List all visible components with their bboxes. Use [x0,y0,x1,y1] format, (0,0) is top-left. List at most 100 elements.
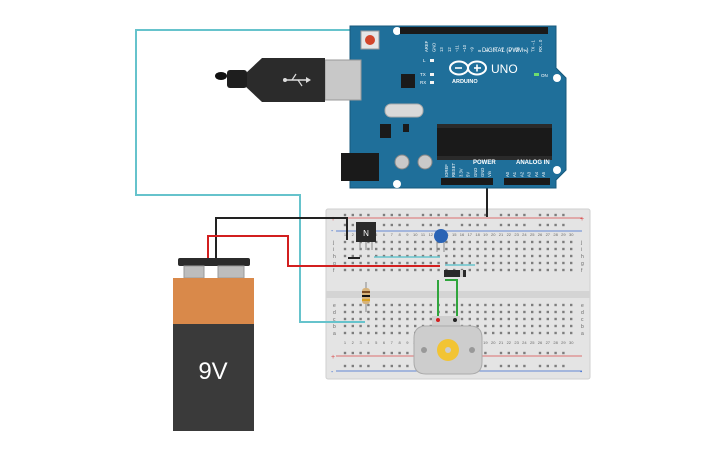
breadboard-hole[interactable] [468,310,471,314]
rail-hole[interactable] [468,213,471,217]
breadboard-hole[interactable] [499,261,503,265]
breadboard-hole[interactable] [538,261,542,265]
breadboard-hole[interactable] [515,310,518,314]
breadboard-hole[interactable] [382,324,386,328]
breadboard-hole[interactable] [523,240,526,244]
breadboard-hole[interactable] [476,310,479,314]
breadboard-hole[interactable] [367,310,370,314]
breadboard-hole[interactable] [484,310,487,314]
rail-hole[interactable] [538,223,542,227]
breadboard-hole[interactable] [515,240,518,244]
breadboard-hole[interactable] [429,254,432,258]
breadboard-hole[interactable] [499,310,503,314]
breadboard-hole[interactable] [499,324,503,328]
battery-terminal-positive[interactable] [217,265,245,279]
breadboard-hole[interactable] [476,268,479,272]
breadboard-hole[interactable] [375,331,378,335]
breadboard-hole[interactable] [351,324,354,328]
rail-hole[interactable] [499,223,503,227]
breadboard-hole[interactable] [437,268,440,272]
breadboard-hole[interactable] [499,317,503,321]
breadboard-hole[interactable] [570,240,573,244]
rail-hole[interactable] [546,364,549,368]
breadboard-hole[interactable] [492,268,495,272]
power-header[interactable] [441,178,493,185]
breadboard-hole[interactable] [523,247,526,251]
breadboard-hole[interactable] [531,268,534,272]
breadboard-hole[interactable] [359,303,362,307]
breadboard-hole[interactable] [570,324,573,328]
diode[interactable] [444,270,466,277]
breadboard-hole[interactable] [375,310,378,314]
rail-hole[interactable] [499,213,503,217]
breadboard-hole[interactable] [382,268,386,272]
breadboard-hole[interactable] [398,303,401,307]
rail-hole[interactable] [406,213,409,217]
breadboard-hole[interactable] [515,254,518,258]
rail-hole[interactable] [343,213,347,217]
breadboard-hole[interactable] [359,317,362,321]
breadboard-hole[interactable] [562,247,565,251]
breadboard-hole[interactable] [453,310,456,314]
breadboard-hole[interactable] [546,331,549,335]
rail-hole[interactable] [398,351,401,355]
breadboard-hole[interactable] [453,303,456,307]
breadboard-hole[interactable] [562,317,565,321]
rail-hole[interactable] [562,351,565,355]
breadboard-hole[interactable] [406,247,409,251]
breadboard-hole[interactable] [406,317,409,321]
breadboard-hole[interactable] [359,324,362,328]
breadboard-hole[interactable] [445,254,448,258]
breadboard-hole[interactable] [484,254,487,258]
breadboard-hole[interactable] [562,261,565,265]
rail-hole[interactable] [507,364,510,368]
rail-hole[interactable] [390,213,393,217]
breadboard-hole[interactable] [367,324,370,328]
breadboard-hole[interactable] [445,240,448,244]
breadboard-hole[interactable] [476,324,479,328]
breadboard-hole[interactable] [492,247,495,251]
breadboard-hole[interactable] [359,254,362,258]
breadboard-hole[interactable] [554,261,557,265]
rail-hole[interactable] [406,364,409,368]
breadboard-hole[interactable] [468,268,471,272]
breadboard-hole[interactable] [538,331,542,335]
breadboard-hole[interactable] [546,310,549,314]
breadboard-hole[interactable] [421,254,425,258]
breadboard-hole[interactable] [515,268,518,272]
breadboard-hole[interactable] [507,247,510,251]
breadboard-hole[interactable] [546,317,549,321]
rail-hole[interactable] [343,364,347,368]
breadboard-hole[interactable] [343,268,347,272]
breadboard-hole[interactable] [460,254,464,258]
rail-hole[interactable] [460,213,464,217]
rail-hole[interactable] [367,213,370,217]
rail-hole[interactable] [554,223,557,227]
breadboard-hole[interactable] [398,261,401,265]
breadboard-hole[interactable] [546,303,549,307]
breadboard-hole[interactable] [484,317,487,321]
breadboard-hole[interactable] [468,303,471,307]
breadboard-hole[interactable] [484,247,487,251]
rail-hole[interactable] [460,223,464,227]
rail-hole[interactable] [554,364,557,368]
breadboard-hole[interactable] [398,331,401,335]
signal-wire-cyan[interactable] [135,29,398,323]
breadboard-hole[interactable] [515,331,518,335]
rail-hole[interactable] [484,213,487,217]
npn-transistor[interactable]: N [356,222,376,250]
breadboard-hole[interactable] [390,317,393,321]
breadboard-hole[interactable] [390,331,393,335]
breadboard-hole[interactable] [507,310,510,314]
breadboard-hole[interactable] [351,303,354,307]
breadboard-hole[interactable] [390,247,393,251]
breadboard-hole[interactable] [429,317,432,321]
breadboard-hole[interactable] [570,310,573,314]
breadboard-hole[interactable] [468,254,471,258]
breadboard-hole[interactable] [507,331,510,335]
rail-hole[interactable] [343,351,347,355]
battery-negative-wire[interactable] [215,217,348,258]
breadboard-hole[interactable] [398,317,401,321]
breadboard-hole[interactable] [523,317,526,321]
